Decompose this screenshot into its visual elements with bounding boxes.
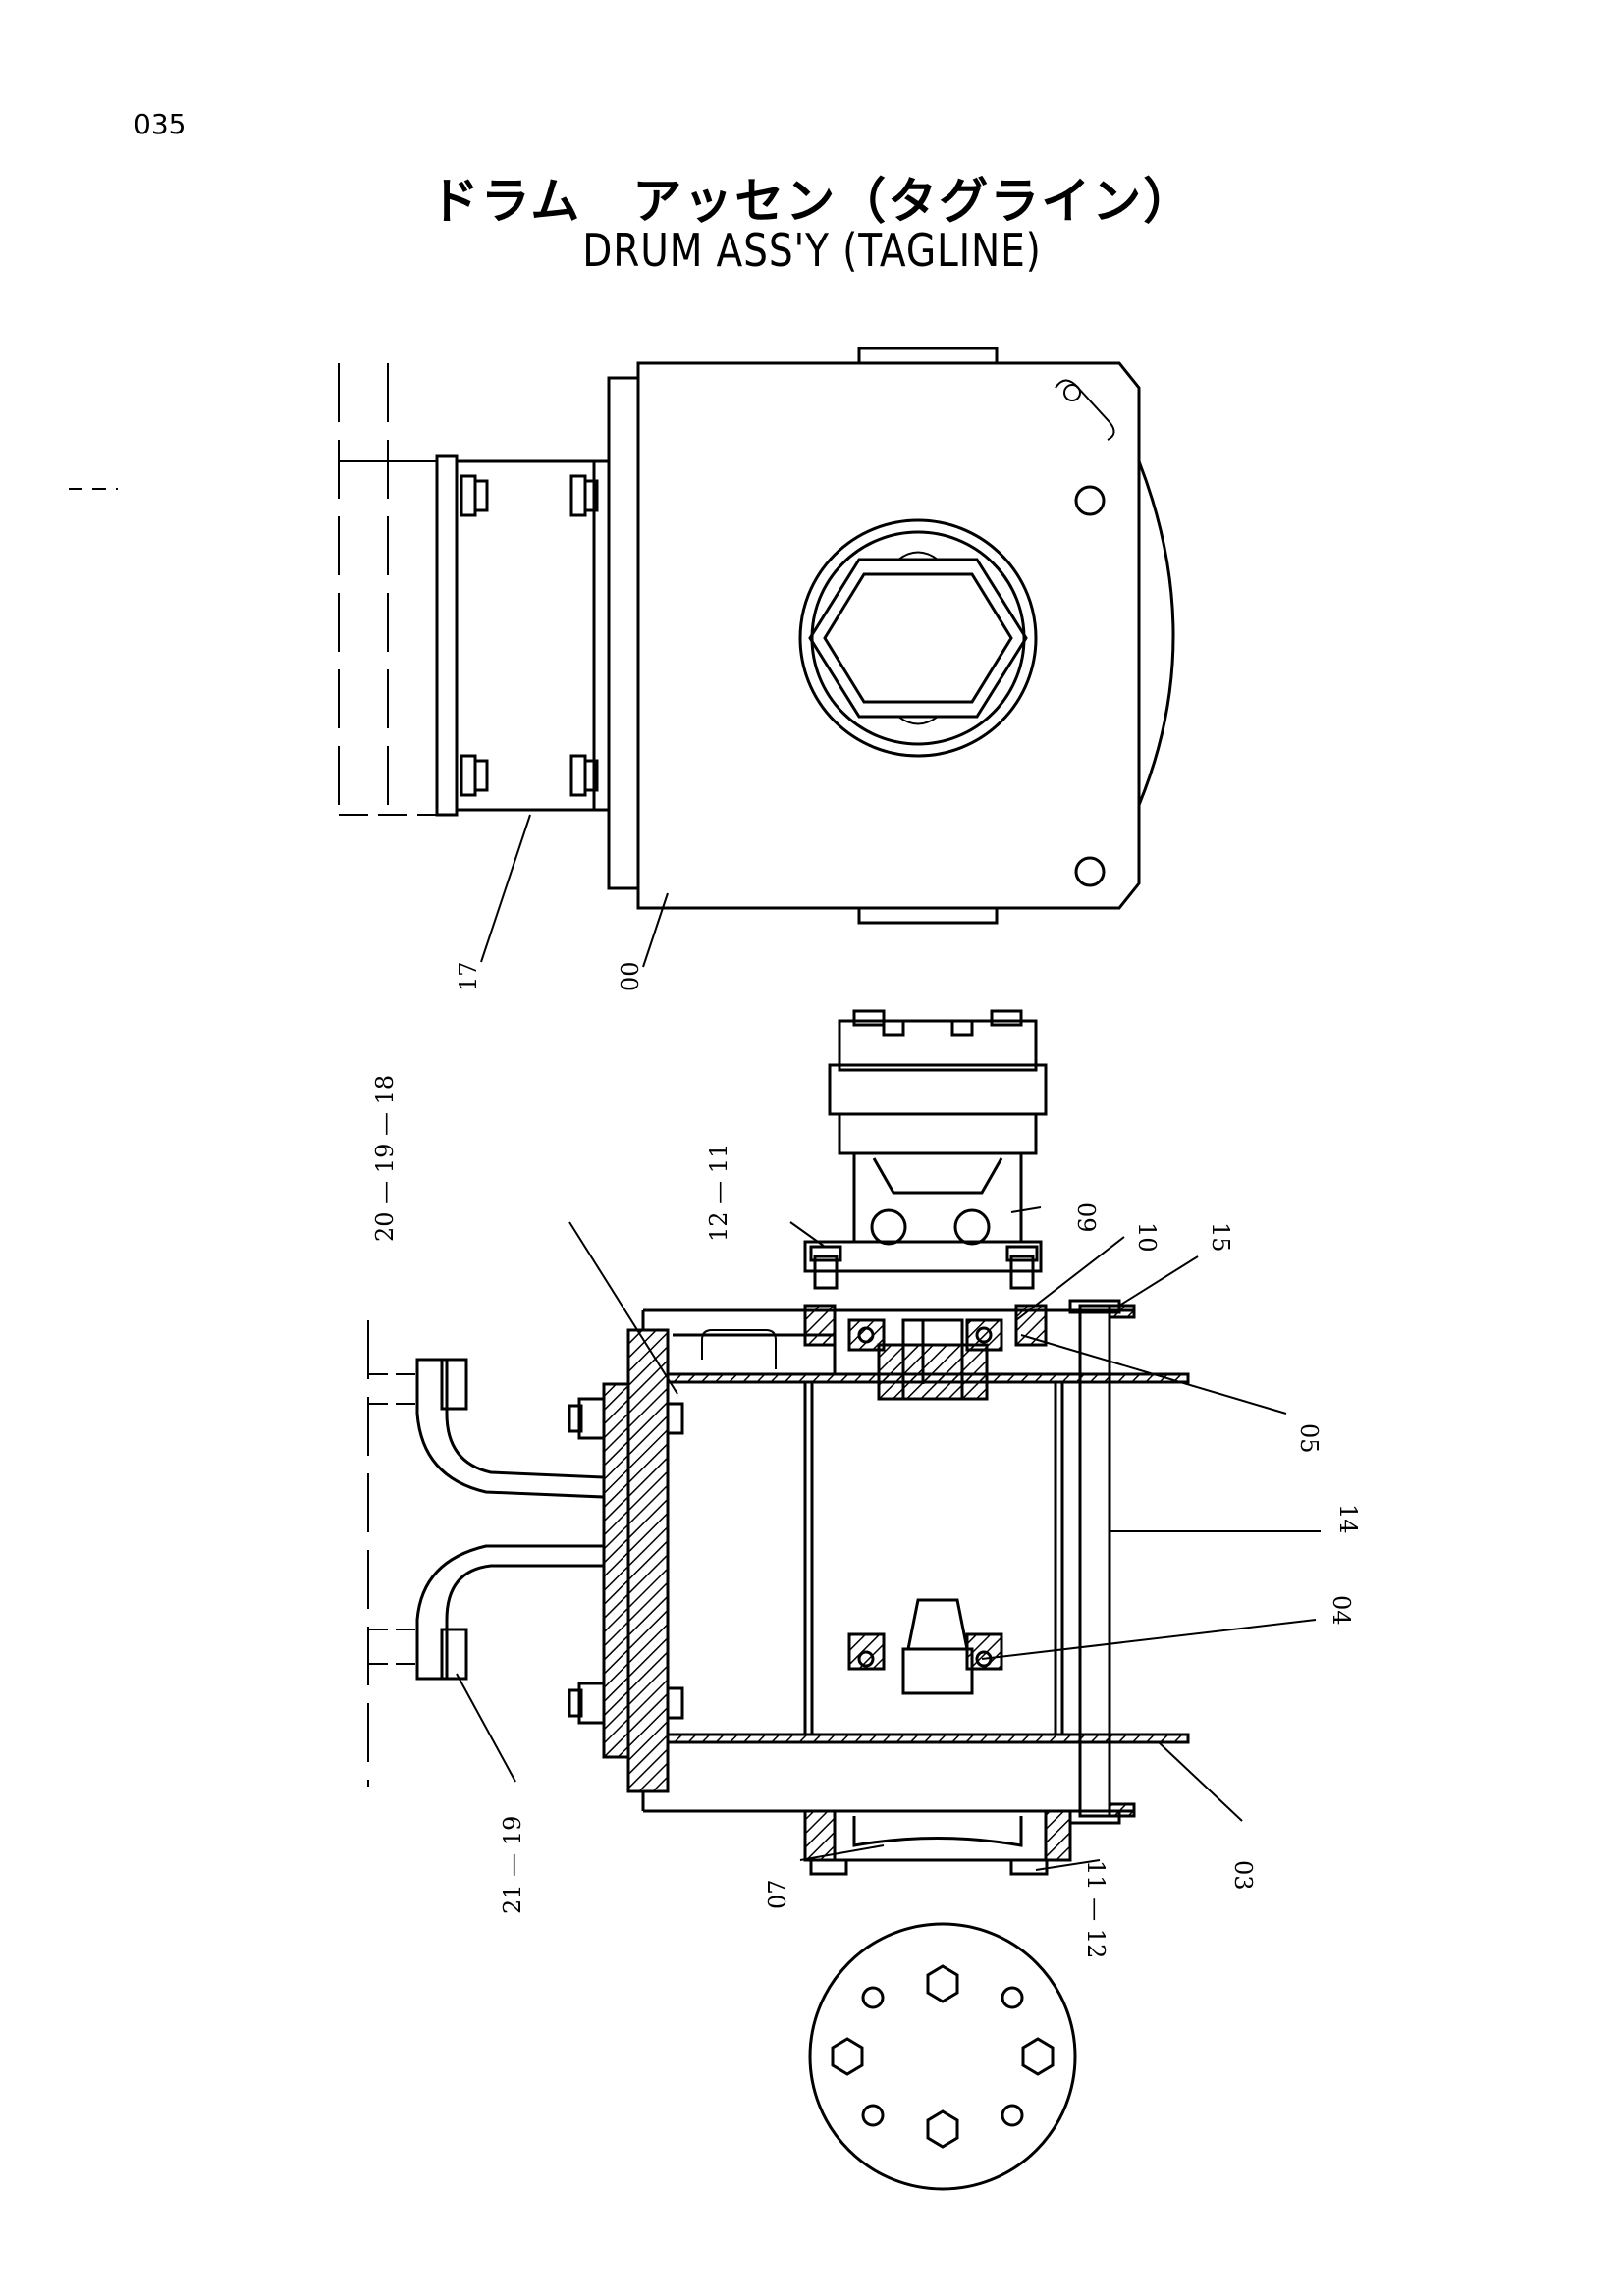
callout-11-12: 11 — 12 (1082, 1860, 1110, 1958)
leader-04 (981, 1619, 1317, 1660)
flange-hole (861, 1986, 1024, 2127)
top-view-dash-lines (69, 363, 437, 816)
flange-view (808, 1922, 1077, 2191)
callout-00: 00 (617, 961, 644, 991)
section-view (367, 1009, 1321, 1876)
side-bracket (568, 1382, 684, 1759)
leader-15 (1118, 1255, 1199, 1307)
leader-18 (568, 1221, 678, 1395)
bracket-bolt (460, 754, 489, 797)
section-dash-lines (367, 1320, 417, 1787)
title-japanese: ドラム アッセン（タグライン） (429, 173, 1195, 230)
retaining-pin-icon (1055, 379, 1115, 441)
callout-07: 07 (764, 1879, 791, 1909)
callout-12-11: 12 — 11 (705, 1144, 732, 1242)
hydraulic-motor (828, 1009, 1048, 1246)
callout-21-19: 21 — 19 (499, 1816, 526, 1914)
leader-11-12 (1035, 1859, 1101, 1871)
top-view (69, 347, 1175, 968)
callout-04: 04 (1327, 1595, 1355, 1626)
motor-flange (803, 1240, 1043, 1290)
leader-09 (1010, 1206, 1042, 1213)
leader-10 (1015, 1236, 1125, 1321)
callout-20-19-18: 20 — 19 — 18 (371, 1075, 399, 1242)
flange-bolt-hex (831, 1964, 1055, 2149)
leader-17 (480, 814, 531, 963)
bracket-bolt (569, 754, 599, 797)
guide-rod (1068, 1299, 1121, 1825)
callout-17: 17 (455, 961, 482, 991)
leader-07 (799, 1844, 885, 1861)
callout-05: 05 (1295, 1423, 1323, 1454)
mounting-hook (415, 1358, 606, 1681)
callout-09: 09 (1072, 1202, 1100, 1233)
callout-10: 10 (1133, 1222, 1161, 1253)
bottom-cap (803, 1809, 1072, 1876)
title-english: DRUM ASS'Y (TAGLINE) (582, 224, 1042, 277)
leader-00 (642, 892, 669, 968)
bracket-bolt (569, 474, 599, 517)
callout-03: 03 (1229, 1860, 1257, 1891)
leader-21-19 (456, 1673, 516, 1783)
bracket-bolt (460, 474, 489, 517)
drum-housing-top (636, 347, 1175, 925)
upper-bearing (847, 1318, 1003, 1401)
callout-15: 15 (1207, 1222, 1234, 1253)
leader-03 (1158, 1741, 1243, 1822)
drum-hub-top (798, 518, 1038, 758)
leader-05 (1020, 1334, 1287, 1415)
lower-bearing (847, 1598, 1003, 1695)
mounting-bracket (435, 376, 640, 890)
callout-labels: 17 00 20 — 19 — 18 12 — 11 09 10 15 05 1… (371, 961, 1362, 1958)
callout-14: 14 (1334, 1504, 1362, 1534)
leader-12-11 (789, 1221, 826, 1248)
page-number: 035 (134, 108, 187, 140)
